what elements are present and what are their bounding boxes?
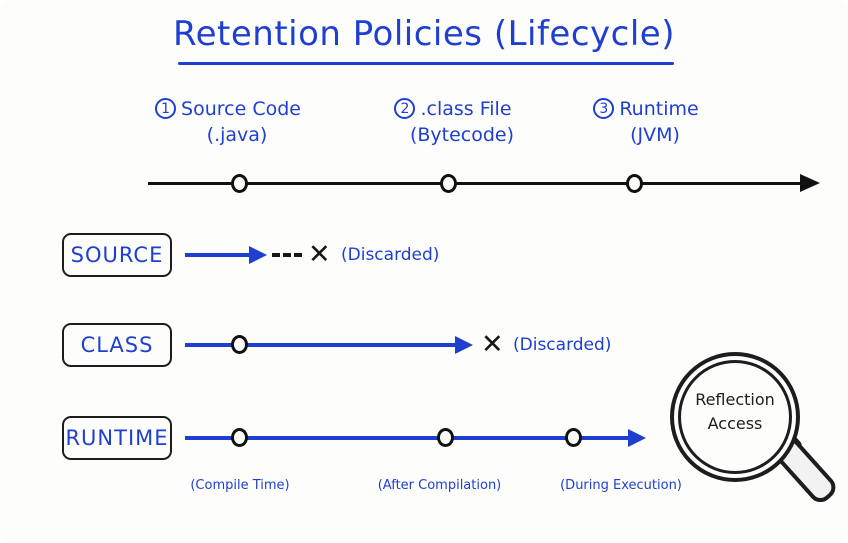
stage-number-icon-1: 1 bbox=[155, 98, 177, 119]
source-discard-note: (Discarded) bbox=[341, 245, 440, 265]
timeline-axis bbox=[148, 182, 808, 185]
stage-subtitle-3: (JVM) bbox=[630, 124, 680, 146]
timeline-node-3 bbox=[626, 174, 643, 193]
stage-label-2: 2.class File (Bytecode) bbox=[353, 96, 553, 148]
footnote-during-execution: (During Execution) bbox=[560, 478, 682, 493]
stage-subtitle-2: (Bytecode) bbox=[409, 124, 515, 146]
timeline-node-2 bbox=[440, 174, 457, 193]
magnifier-label-line1: Reflection bbox=[695, 390, 775, 409]
source-arrow-line bbox=[185, 253, 253, 257]
runtime-arrow-line bbox=[185, 436, 634, 440]
retention-box-class[interactable]: CLASS bbox=[62, 323, 172, 367]
stage-subtitle-1: (.java) bbox=[206, 124, 268, 146]
footnote-after-compilation: (After Compilation) bbox=[377, 478, 502, 493]
stage-number-icon-2: 2 bbox=[394, 98, 416, 119]
stage-title-2: .class File bbox=[420, 98, 512, 120]
page-title: Retention Policies (Lifecycle) bbox=[173, 14, 675, 54]
stage-title-1: Source Code bbox=[181, 98, 301, 120]
magnifier-label-line2: Access bbox=[707, 414, 763, 433]
class-node-1 bbox=[231, 335, 248, 354]
class-discard-note: (Discarded) bbox=[513, 335, 612, 355]
class-arrow-line bbox=[185, 343, 468, 347]
runtime-node-3 bbox=[565, 428, 582, 447]
runtime-node-1 bbox=[231, 428, 248, 447]
timeline-node-1 bbox=[231, 174, 248, 193]
source-discard-x-icon: ✕ bbox=[308, 239, 331, 270]
title-underline bbox=[178, 62, 674, 65]
source-dashed-segment bbox=[272, 253, 302, 257]
timeline-arrowhead-icon bbox=[800, 174, 820, 192]
source-arrowhead-icon bbox=[249, 246, 267, 264]
retention-box-runtime[interactable]: RUNTIME bbox=[62, 416, 172, 460]
runtime-node-2 bbox=[437, 428, 454, 447]
class-arrowhead-icon bbox=[455, 336, 473, 354]
stage-title-3: Runtime bbox=[619, 98, 699, 120]
magnifier-icon: Reflection Access bbox=[666, 352, 846, 538]
magnifier-lens-inner bbox=[678, 360, 792, 474]
class-discard-x-icon: ✕ bbox=[481, 329, 504, 360]
stage-number-icon-3: 3 bbox=[593, 98, 615, 119]
retention-box-source[interactable]: SOURCE bbox=[62, 233, 172, 277]
runtime-arrowhead-icon bbox=[628, 429, 646, 447]
magnifier-label: Reflection Access bbox=[678, 388, 792, 436]
footnote-compile-time: (Compile Time) bbox=[190, 478, 290, 493]
